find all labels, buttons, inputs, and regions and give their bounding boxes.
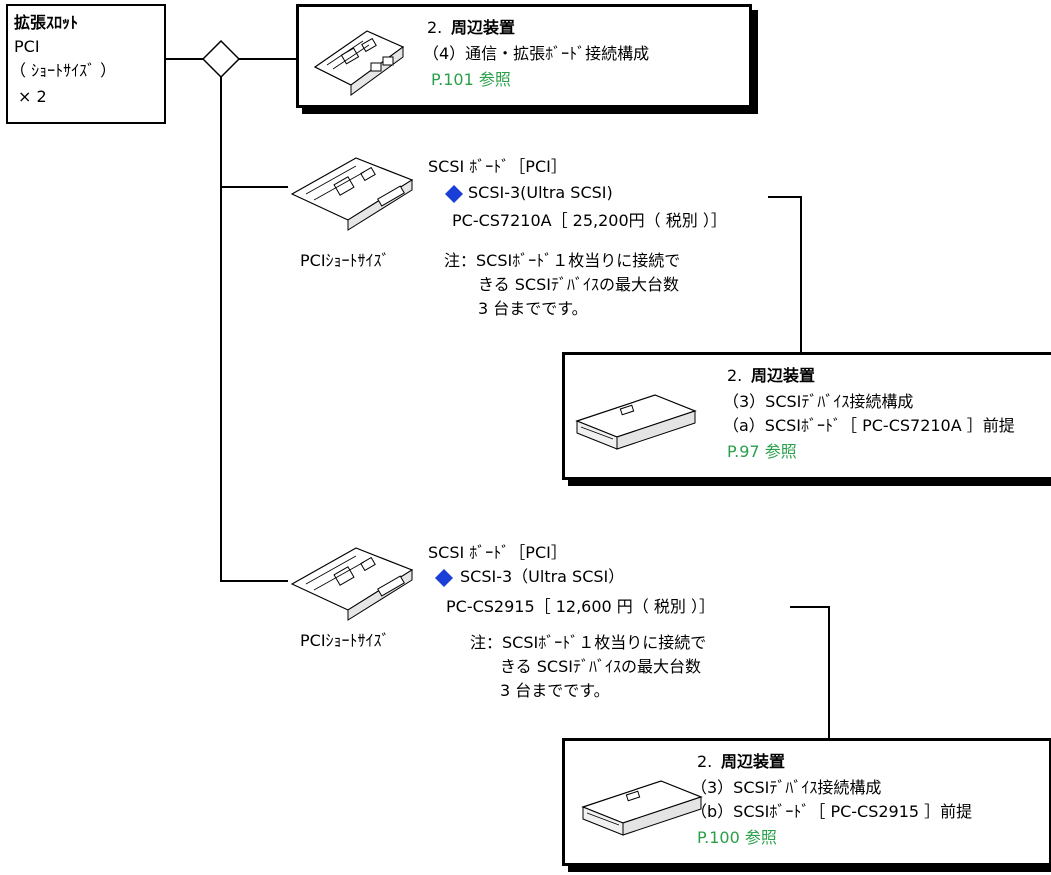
ref-a-heading: 周辺装置: [751, 366, 816, 385]
board-2-title: SCSI ﾎﾞｰﾄﾞ［PCI］: [428, 543, 567, 562]
board-2-caption: PCIｼｮｰﾄｻｲｽﾞ: [300, 631, 390, 650]
board-1-note-line3: 3 台までです。: [478, 299, 588, 318]
board-2-model-price: PC-CS2915［ 12,600 円（ 税別 ）］: [446, 597, 715, 616]
comm-subheading: （4）通信・拡張ﾎﾞｰﾄﾞ接続構成: [423, 44, 650, 63]
connector-branch-board1: [220, 186, 288, 188]
board-2-note-line2: きる SCSIﾃﾞﾊﾞｲｽの最大台数: [500, 657, 701, 676]
slot-size: （ ｼｮｰﾄｻｲｽﾞ ）: [10, 61, 117, 80]
connector-board1-right: [768, 196, 802, 198]
board-1-diamond-bullet-icon: [445, 185, 463, 203]
ref-a-heading-number: 2.: [727, 366, 743, 385]
connector-branch-board2: [220, 580, 288, 582]
scsi-device-reference-box-b: 2. 周辺装置 （3）SCSIﾃﾞﾊﾞｲｽ接続構成 （b）SCSIﾎﾞｰﾄﾞ［ …: [562, 738, 1051, 866]
comm-board-reference-box: 2. 周辺装置 （4）通信・拡張ﾎﾞｰﾄﾞ接続構成 P.101 参照: [296, 4, 752, 108]
slot-count: × 2: [18, 87, 47, 106]
scsi-device-1-illustration-icon: [575, 394, 697, 450]
scsi-board-2-illustration-icon: [290, 547, 414, 621]
connector-board2-right: [790, 606, 830, 608]
board-1-spec: SCSI-3(Ultra SCSI): [468, 183, 613, 202]
slot-bus: PCI: [14, 37, 40, 56]
slot-title: 拡張ｽﾛｯﾄ: [14, 13, 79, 32]
ref-b-heading: 周辺装置: [721, 752, 786, 771]
board-1-caption: PCIｼｮｰﾄｻｲｽﾞ: [300, 251, 390, 270]
connector-slot-to-diamond: [164, 58, 204, 60]
board-2-spec: SCSI-3（Ultra SCSI）: [460, 567, 625, 586]
board-1-title: SCSI ﾎﾞｰﾄﾞ［PCI］: [428, 157, 567, 176]
scsi-device-reference-box-a: 2. 周辺装置 （3）SCSIﾃﾞﾊﾞｲｽ接続構成 （a）SCSIﾎﾞｰﾄﾞ［ …: [562, 352, 1051, 480]
expansion-slot-box: 拡張ｽﾛｯﾄ PCI （ ｼｮｰﾄｻｲｽﾞ ） × 2: [6, 4, 166, 124]
ref-b-subheading: （3）SCSIﾃﾞﾊﾞｲｽ接続構成: [691, 778, 882, 797]
connector-trunk: [220, 76, 222, 582]
ref-b-prerequisite: （b）SCSIﾎﾞｰﾄﾞ［ PC-CS2915 ］前提: [691, 802, 973, 821]
junction-diamond-icon: [202, 40, 240, 78]
board-2-note-line1: 注：SCSIﾎﾞｰﾄﾞ１枚当りに接続で: [470, 633, 707, 652]
comm-page-reference: P.101 参照: [431, 70, 511, 89]
ref-b-heading-number: 2.: [697, 752, 713, 771]
connector-diamond-to-topref: [238, 58, 298, 60]
scsi-board-1-illustration-icon: [290, 157, 414, 231]
comm-heading-number: 2.: [427, 18, 443, 37]
ref-a-subheading: （3）SCSIﾃﾞﾊﾞｲｽ接続構成: [723, 392, 914, 411]
board-1-note-line2: きる SCSIﾃﾞﾊﾞｲｽの最大台数: [478, 275, 679, 294]
ref-a-prerequisite: （a）SCSIﾎﾞｰﾄﾞ［ PC-CS7210A ］前提: [723, 416, 1015, 435]
board-1-model-price: PC-CS7210A［ 25,200円（ 税別 ）］: [452, 211, 727, 230]
scsi-device-2-illustration-icon: [581, 780, 703, 836]
connector-board1-down: [800, 196, 802, 352]
connector-board2-down: [828, 606, 830, 742]
pci-board-illustration-icon: [313, 30, 405, 96]
board-2-note-line3: 3 台までです。: [500, 681, 610, 700]
ref-b-page-reference: P.100 参照: [697, 828, 777, 847]
board-2-diamond-bullet-icon: [435, 569, 453, 587]
ref-a-page-reference: P.97 参照: [727, 442, 797, 461]
comm-heading: 周辺装置: [451, 18, 516, 37]
board-1-note-line1: 注：SCSIﾎﾞｰﾄﾞ１枚当りに接続で: [444, 251, 681, 270]
